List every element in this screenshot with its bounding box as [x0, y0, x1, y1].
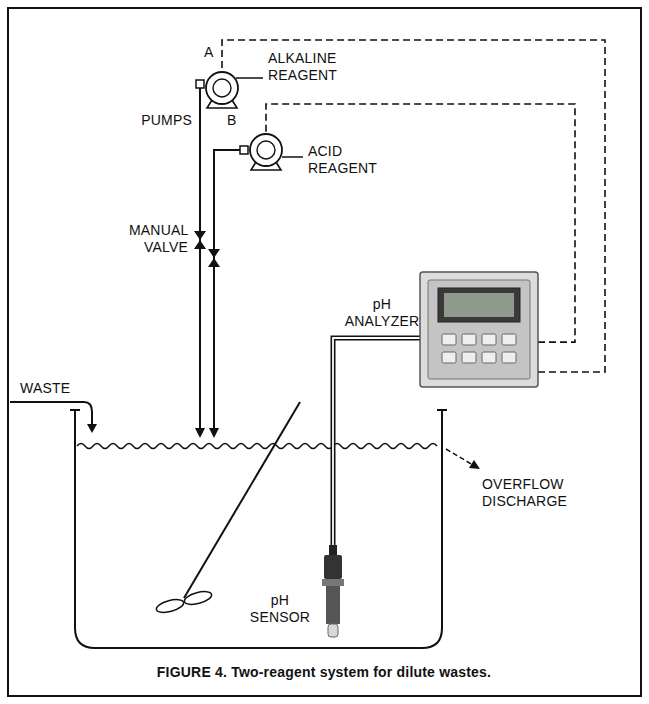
analyzer-button [502, 352, 516, 363]
liquid-surface [77, 444, 437, 449]
sensor-cap [324, 555, 342, 579]
analyzer-button [442, 334, 456, 345]
outlet-label: OVERFLOW DISCHARGE [482, 476, 567, 510]
dashed-signal [222, 40, 605, 372]
figure-border [8, 8, 641, 696]
valve-symbol [208, 249, 220, 258]
pump-letter: B [227, 112, 237, 129]
ph-analyzer: pH ANALYZER [420, 272, 538, 387]
analyzer-bezel [428, 280, 530, 379]
tank-rim [70, 409, 447, 411]
pump-outlet [196, 80, 204, 88]
analyzer-housing [420, 272, 538, 387]
overflow-arrow [446, 449, 473, 465]
pump-outlet [240, 146, 248, 154]
signal-line [222, 40, 605, 372]
reagent-label: ALKALINE REAGENT [268, 50, 337, 84]
reagent-pipe [199, 88, 201, 428]
flow-arrowhead [87, 424, 97, 433]
cable-sheath [333, 338, 420, 545]
pump-letter: A [204, 44, 214, 61]
analyzer-button [442, 352, 456, 363]
analyzer-button [502, 334, 516, 345]
analyzer-button [482, 352, 496, 363]
valve-symbol [208, 258, 220, 267]
analyzer-label: pH ANALYZER [345, 296, 419, 330]
figure-caption: FIGURE 4. Two-reagent system for dilute … [157, 664, 491, 681]
waste-pipe [10, 402, 92, 424]
node-outline [320, 545, 346, 638]
analyzer-display [438, 288, 520, 322]
sensor-body [326, 586, 340, 624]
pump-symbol: BACID REAGENT [249, 133, 283, 167]
mixer-blade [155, 597, 185, 615]
part-label: PUMPS [141, 112, 192, 129]
leader-line [236, 77, 263, 79]
flow-arrowhead [209, 428, 219, 438]
valve-label: MANUAL VALVE [129, 222, 188, 256]
flow-arrowhead [469, 460, 480, 469]
leader-line [282, 156, 303, 158]
sensor-band [322, 579, 344, 586]
pump-casing [206, 72, 238, 104]
cable-core [333, 338, 420, 545]
inlet-label: WASTE [20, 380, 70, 397]
node-outline [205, 71, 239, 105]
reagent-label: ACID REAGENT [308, 143, 377, 177]
analyzer-button [482, 334, 496, 345]
pump-impeller [257, 141, 275, 159]
reagent-pipe [214, 150, 240, 428]
sensor-cable [333, 338, 420, 545]
ph-sensor: pH SENSOR [320, 545, 346, 638]
sensor-label: pH SENSOR [250, 592, 310, 626]
mixer-blade [183, 589, 213, 607]
sensor-connector [329, 545, 337, 555]
valve-symbol [194, 240, 206, 249]
tank-wall [75, 410, 442, 648]
pump-symbol: AALKALINE REAGENT [205, 71, 239, 105]
analyzer-button [462, 334, 476, 345]
pump-casing [250, 134, 282, 166]
pump-impeller [213, 79, 231, 97]
flow-arrowhead [195, 428, 205, 438]
analyzer-button [462, 352, 476, 363]
node-outline [249, 133, 283, 167]
mixer-shaft [184, 402, 300, 598]
display-window [444, 293, 514, 317]
node-outline [420, 272, 538, 387]
valve-symbol [194, 231, 206, 240]
sensor-tip [328, 624, 338, 637]
